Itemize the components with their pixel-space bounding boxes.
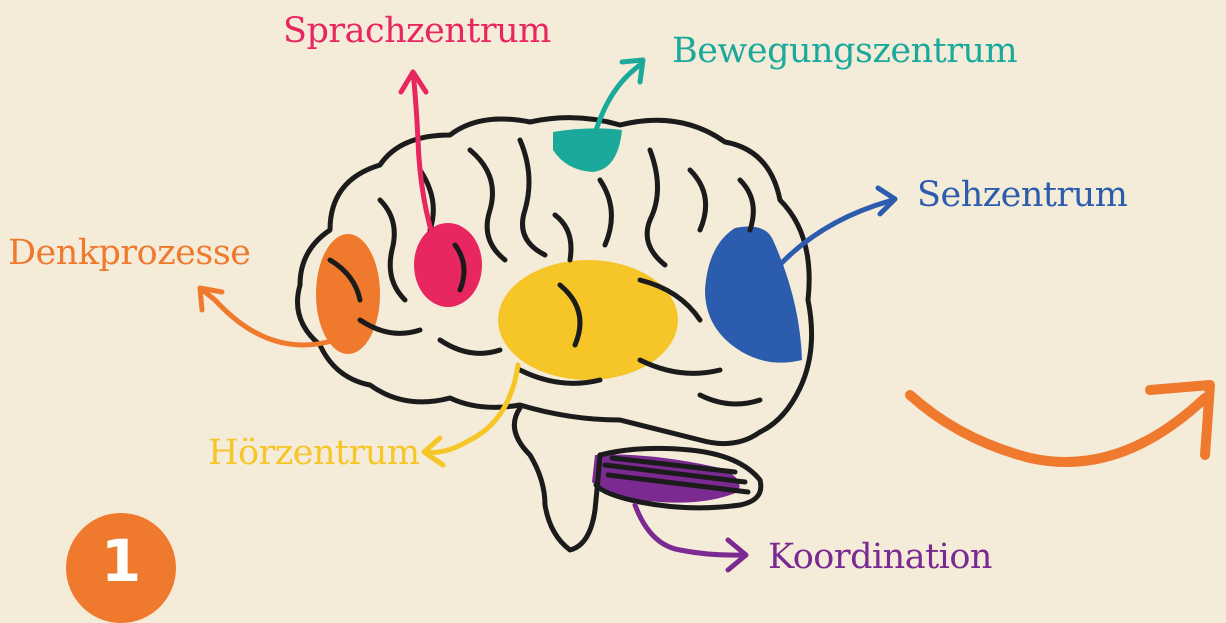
label-sehzentrum: Sehzentrum — [917, 178, 1127, 213]
label-denkprozesse: Denkprozesse — [8, 236, 251, 271]
arrow-sehzentrum — [775, 188, 895, 270]
region-sehzentrum — [705, 227, 802, 363]
step-number-badge: 1 — [66, 513, 176, 623]
arrow-sprachzentrum — [401, 72, 437, 250]
label-koordination: Koordination — [768, 540, 992, 575]
next-arrow-icon[interactable] — [910, 385, 1210, 462]
label-bewegungszentrum: Bewegungszentrum — [672, 34, 1017, 69]
region-sprachzentrum — [414, 223, 482, 307]
label-sprachzentrum: Sprachzentrum — [283, 14, 551, 49]
brain-diagram — [0, 0, 1226, 605]
label-hoerzentrum: Hörzentrum — [208, 436, 420, 471]
arrow-koordination — [635, 505, 746, 570]
arrow-hoerzentrum — [424, 365, 518, 465]
region-bewegungszentrum — [553, 128, 622, 172]
region-hoerzentrum — [498, 260, 678, 380]
arrow-denkprozesse — [200, 288, 335, 345]
region-denkprozesse — [316, 234, 380, 354]
